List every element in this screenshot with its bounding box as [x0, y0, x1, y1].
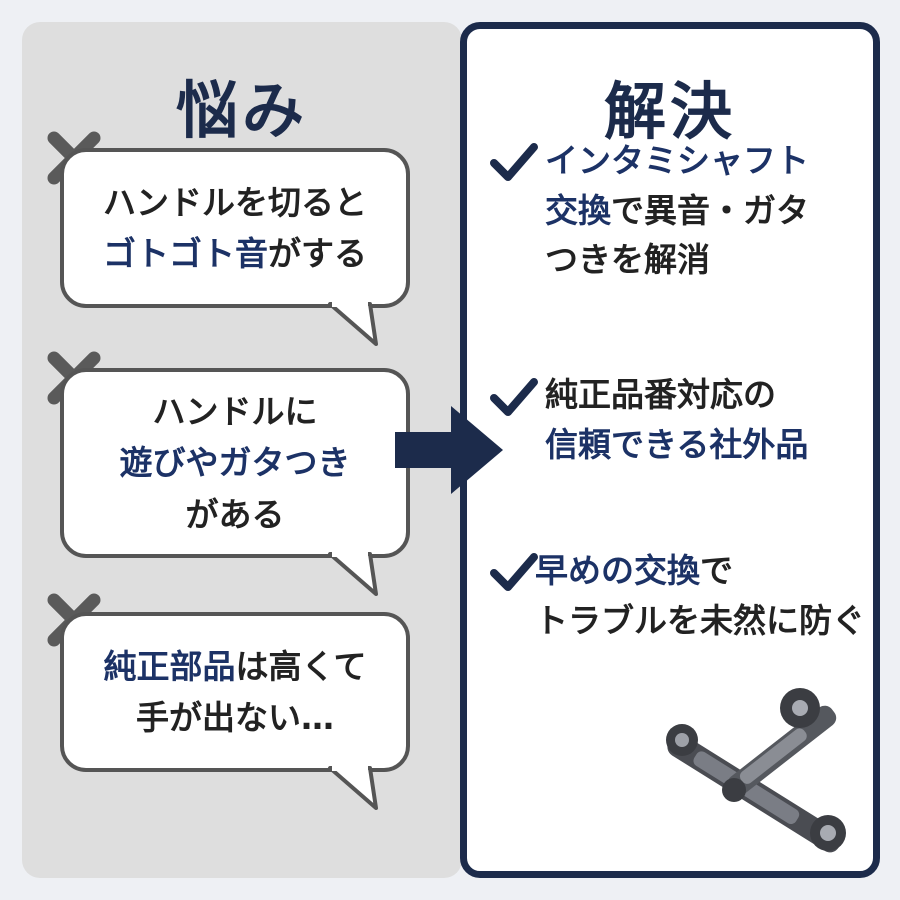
body-text: で異音・ガタ: [611, 190, 809, 230]
problem-bubble-1: ハンドルを切るとゴトゴト音がする: [60, 148, 410, 308]
problem-text-1: ハンドルを切るとゴトゴト音がする: [103, 177, 367, 279]
body-text: がある: [185, 494, 285, 534]
body-text: は高くて: [235, 646, 367, 686]
body-text: トラブルを未然に防ぐ: [535, 600, 865, 640]
check-icon: [490, 553, 538, 591]
highlight-text: 純正部品: [103, 646, 236, 686]
body-text: ハンドルを切ると: [103, 182, 367, 222]
highlight-text: インタミシャフト: [545, 141, 809, 180]
body-text: 純正品番対応の: [545, 375, 776, 414]
solution-text-1: インタミシャフト交換で異音・ガタつきを解消: [545, 136, 809, 285]
arrow-right-icon: [395, 406, 503, 494]
highlight-text: 交換: [545, 190, 611, 230]
problems-title: 悩み: [175, 74, 308, 147]
highlight-text: ゴトゴト音: [103, 234, 268, 273]
solution-text-2: 純正品番対応の信頼できる社外品: [545, 370, 808, 469]
bubble-tail: [328, 764, 378, 810]
solutions-title: 解決: [603, 75, 736, 148]
bubble-tail: [328, 550, 378, 596]
problem-bubble-2: ハンドルに遊びやガタつきがある: [60, 368, 410, 558]
check-icon: [490, 378, 538, 416]
solution-text-3: 早めの交換でトラブルを未然に防ぐ: [535, 546, 865, 645]
body-text: ハンドルに: [152, 392, 318, 432]
problem-text-2: ハンドルに遊びやガタつきがある: [120, 386, 351, 539]
highlight-text: 信頼できる社外品: [545, 424, 809, 464]
highlight-text: 遊びやガタつき: [119, 443, 351, 483]
body-text: がする: [268, 234, 367, 273]
highlight-text: 早めの交換: [535, 551, 700, 590]
problem-bubble-3: 純正部品は高くて手が出ない…: [60, 612, 410, 772]
bubble-tail: [328, 300, 378, 346]
body-text: 手が出ない…: [135, 698, 334, 737]
steering-shaft-image: [666, 688, 846, 853]
body-text: で: [700, 551, 733, 590]
check-icon: [490, 143, 538, 181]
problem-text-3: 純正部品は高くて手が出ない…: [103, 641, 366, 743]
body-text: つきを解消: [545, 240, 710, 279]
